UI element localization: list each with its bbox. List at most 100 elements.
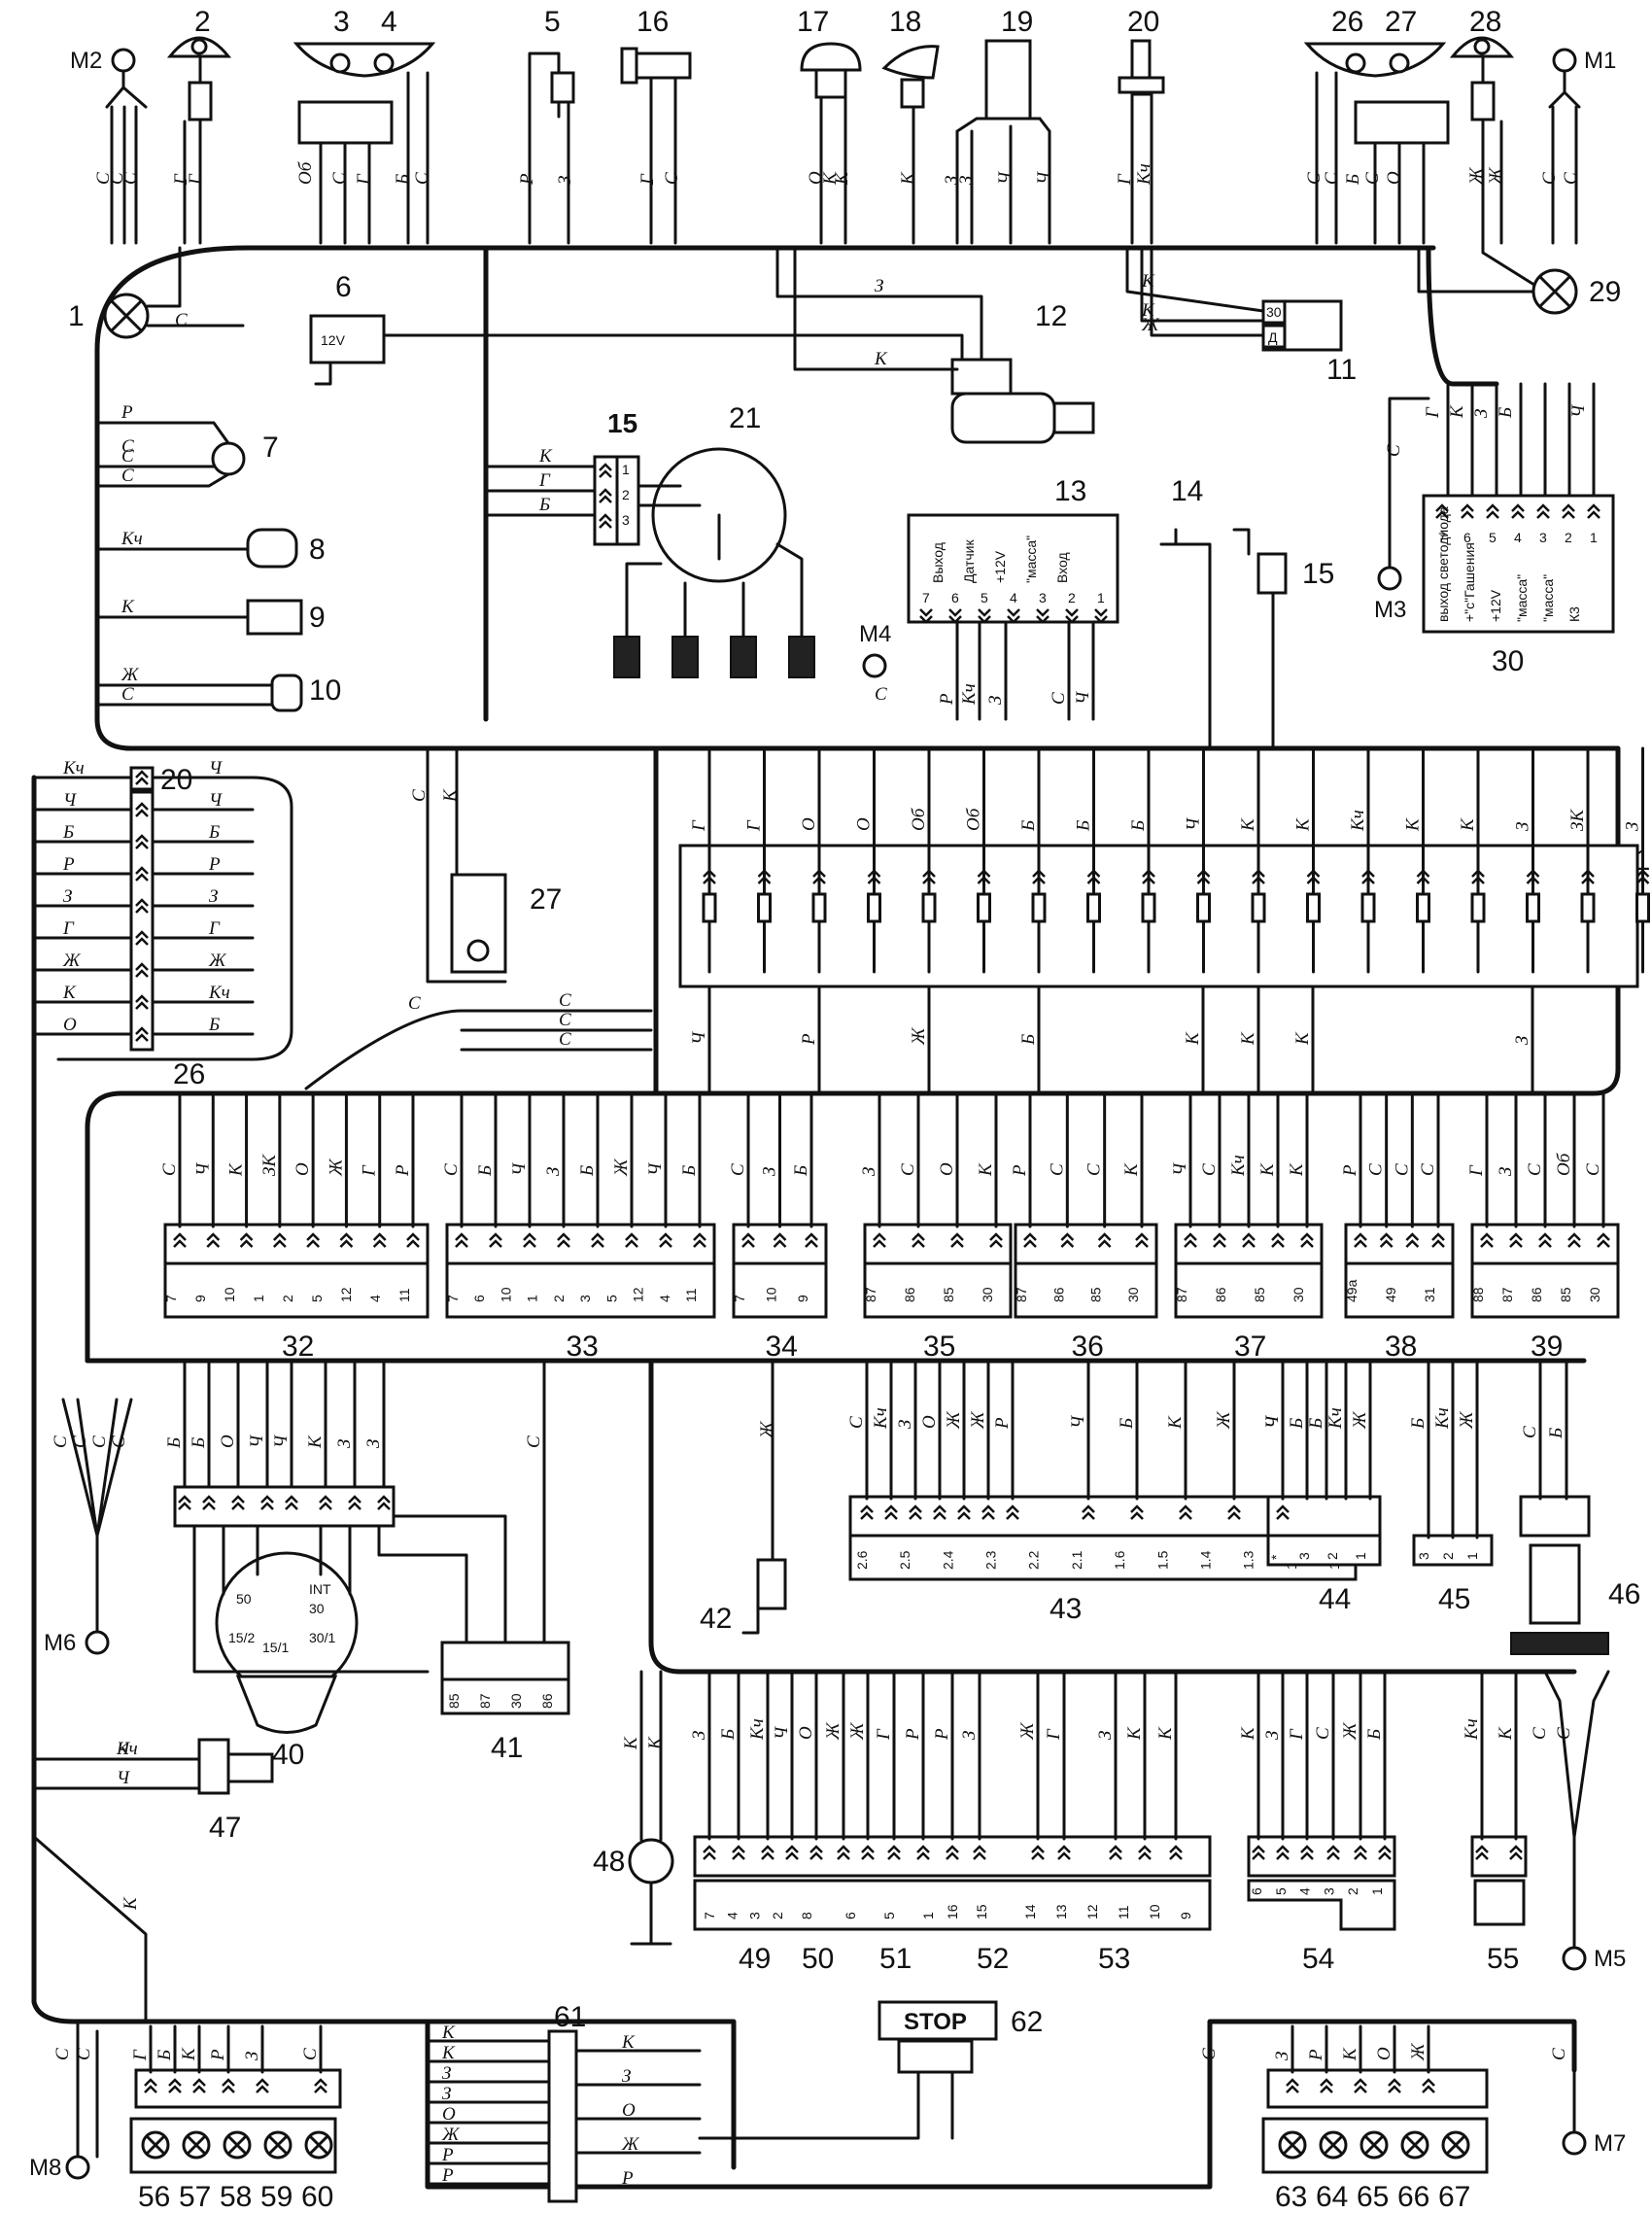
b43-wire-7: Ч [1068, 1415, 1088, 1429]
mid-wire-9: З [875, 276, 883, 296]
b43-wire-11: Ч [1262, 1415, 1283, 1429]
fuse-14 [1416, 892, 1430, 923]
ign-wire-0: Б [164, 1437, 185, 1449]
ign-term-2: 30 [309, 1601, 325, 1616]
b43-pin-9: 1.3 [1241, 1550, 1256, 1570]
b43-wire-5: Ж [968, 1410, 988, 1430]
b43-pin-7: 1.5 [1154, 1550, 1170, 1570]
ground-m5-icon [1562, 1946, 1587, 1971]
lamp-48-icon [628, 1838, 674, 1885]
label-63: 63 [1275, 2181, 1307, 2213]
b45-pin-0: 3 [1416, 1552, 1431, 1560]
b43-wire-9: К [1165, 1415, 1186, 1430]
b33-wire-0: С [441, 1163, 462, 1176]
b37-wire-1: С [1199, 1163, 1220, 1176]
h12-left-7: К [62, 983, 77, 1003]
module-22 [907, 513, 1119, 624]
b38-wire-0: Р [1340, 1164, 1360, 1177]
battery-voltage-label: 12V [321, 332, 346, 348]
fuse-top-wire-7: Б [1074, 820, 1094, 832]
top-components: M2 2 1 3 4 5 16 17 18 [68, 6, 1621, 339]
h12-left-3: Р [62, 854, 75, 875]
b32-pin-4: 2 [280, 1295, 295, 1302]
fuse-bottom-wire-2: Ж [909, 1026, 929, 1046]
mid-wire-8: С [121, 684, 134, 705]
s-line-0: С [408, 993, 421, 1014]
b32-pin-2: 10 [222, 1287, 237, 1302]
top-wire-32: С [1561, 172, 1581, 185]
b33-pin-6: 5 [603, 1295, 619, 1302]
label-45: 45 [1438, 1583, 1470, 1615]
fuse-top-wire-5: Об [964, 807, 984, 831]
rear-left-wire-0: С [52, 2048, 73, 2060]
label-5: 5 [544, 6, 561, 38]
connector-12 [129, 790, 155, 1052]
b35-wire-0: З [859, 1167, 879, 1176]
b33-pin-3: 1 [525, 1295, 540, 1302]
label-62: 62 [1011, 2006, 1043, 2038]
rear-right-wire-6: С [1549, 2048, 1569, 2060]
fuse-3 [811, 892, 827, 923]
c61-left-wire-7: Р [441, 2165, 454, 2186]
label-20: 20 [1127, 6, 1159, 38]
b49-53-wire-1: Б [718, 1729, 739, 1741]
label-11: 20 [160, 764, 192, 796]
b49-53-wire-3: Ч [772, 1726, 792, 1740]
b33-wire-7: Б [679, 1165, 700, 1177]
switch-42-icon [756, 1558, 787, 1610]
h12-right-2: Б [208, 822, 220, 843]
label-34: 34 [766, 1331, 798, 1363]
b44-pin-0: * [1268, 1554, 1284, 1560]
b49-53-wire-12: Г [1044, 1728, 1064, 1741]
s-line-2: С [559, 1010, 571, 1030]
label-17: 17 [797, 6, 829, 38]
b34-pin-0: 7 [732, 1295, 747, 1302]
h12-left-5: Г [62, 918, 75, 939]
fuse-17 [1580, 892, 1596, 923]
b33-wire-6: Ч [645, 1162, 666, 1176]
b37-pin-2: 85 [1252, 1287, 1267, 1302]
b39-wire-2: С [1525, 1163, 1545, 1176]
m22-label-3: "масса" [1023, 536, 1039, 583]
b33-wire-3: З [543, 1167, 564, 1176]
fuse-bottom-wire-7: З [1512, 1036, 1532, 1045]
b54-pin-3: 3 [1321, 1887, 1336, 1895]
b45-wire-2: Ж [1457, 1410, 1477, 1430]
ground-m8-icon [65, 2155, 90, 2180]
label-46: 46 [1608, 1578, 1640, 1610]
b43-wire-0: С [846, 1416, 867, 1429]
mid-wire-10: К [874, 349, 888, 369]
label-54: 54 [1302, 1943, 1334, 1975]
c61-right-wire-0: К [621, 2032, 636, 2053]
b33-pin-8: 4 [657, 1295, 672, 1302]
fuse-bottom-wire-5: К [1238, 1031, 1258, 1046]
m30-pin-5: 5 [1489, 530, 1497, 545]
b32-pin-0: 7 [163, 1295, 179, 1302]
h12-left-1: Ч [63, 790, 77, 811]
b43-wire-10: Ж [1214, 1410, 1234, 1430]
headlamp-26-27-icon [1303, 42, 1447, 78]
rear-right-wire-1: З [1272, 2052, 1292, 2060]
c61-right-wire-2: О [622, 2100, 636, 2121]
switch-54 [1247, 1835, 1396, 1878]
c61-left-wire-4: О [442, 2104, 456, 2125]
b44-wire-0: Ч [1262, 1415, 1283, 1429]
b44-wire-3: Кч [1325, 1407, 1346, 1430]
top-wire-10: Р [517, 173, 537, 186]
fuse-top-wire-13: К [1403, 817, 1424, 832]
b33-pin-5: 3 [577, 1295, 593, 1302]
top-wire-29: Ж [1466, 166, 1487, 186]
label-60: 60 [301, 2181, 333, 2213]
c61-right-wire-1: З [622, 2066, 631, 2087]
c13-wire-1: К [440, 788, 461, 803]
b44-pin-3: 1 [1353, 1552, 1368, 1560]
sensor-47-icon [197, 1738, 230, 1795]
h12-right-8: Б [208, 1015, 220, 1035]
stop-lamp-label: STOP [904, 2009, 967, 2035]
fuse-wire-labels: ГГОООбОбБББЧКККчККЗЗКЗЗЧРЖБКККЗСКСССС [408, 788, 1643, 1050]
c61-left-wire-1: К [441, 2043, 456, 2063]
